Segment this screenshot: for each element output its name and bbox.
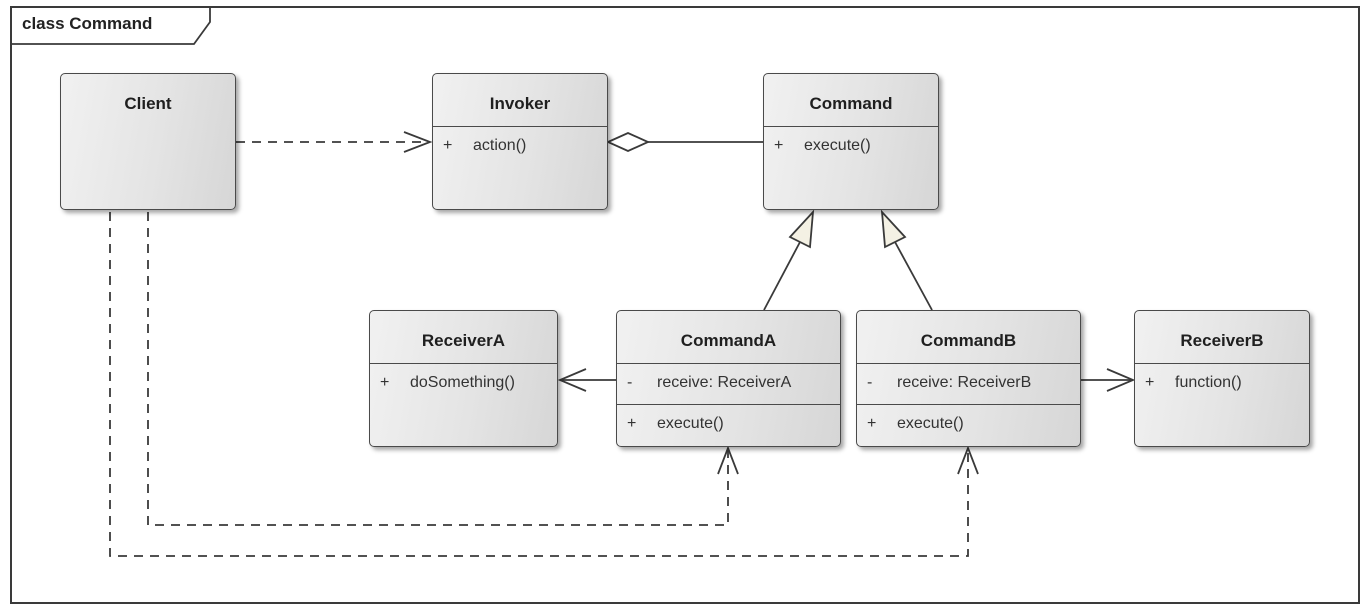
visibility-marker: - — [627, 374, 633, 391]
client-to-commandB-dependency — [109, 212, 969, 557]
commandA-generalization-triangle — [788, 209, 815, 249]
commandA-generalization-line — [763, 241, 801, 311]
visibility-marker: - — [867, 374, 873, 391]
receiverB-class-name: ReceiverB — [1180, 331, 1264, 350]
visibility-marker: + — [380, 374, 390, 391]
commandB-class: CommandB - receive: ReceiverB + execute() — [856, 310, 1081, 447]
attribute-signature: receive: ReceiverA — [657, 374, 792, 391]
commandA-operation: + execute() — [617, 404, 840, 445]
receiverB-class: ReceiverB + function() — [1134, 310, 1310, 447]
diagram-frame — [10, 6, 1360, 604]
command-class: Command + execute() — [763, 73, 939, 210]
operation-signature: function() — [1175, 374, 1242, 391]
commandB-operation: + execute() — [857, 404, 1080, 445]
client-class-name: Client — [124, 94, 172, 113]
commandA-class: CommandA - receive: ReceiverA + execute() — [616, 310, 841, 447]
client-class: Client — [60, 73, 236, 210]
visibility-marker: + — [1145, 374, 1155, 391]
invoker-class: Invoker + action() — [432, 73, 608, 210]
command-operation: + execute() — [764, 126, 938, 167]
commandA-class-name: CommandA — [680, 331, 777, 350]
client-to-commandA-dependency — [147, 212, 729, 526]
invoker-class-name: Invoker — [489, 94, 551, 113]
visibility-marker: + — [443, 137, 453, 154]
receiverA-operation: + doSomething() — [370, 363, 557, 404]
invoker-operation: + action() — [433, 126, 607, 167]
receiverA-class-name: ReceiverA — [421, 331, 506, 350]
command-class-name: Command — [809, 94, 893, 113]
commandB-generalization-triangle — [880, 209, 907, 249]
operation-signature: execute() — [804, 137, 871, 154]
receiverB-arrowhead — [1106, 368, 1136, 392]
visibility-marker: + — [774, 137, 784, 154]
operation-signature: execute() — [897, 415, 964, 432]
operation-signature: action() — [473, 137, 527, 154]
operation-signature: execute() — [657, 415, 724, 432]
visibility-marker: + — [627, 415, 637, 432]
frame-title-tab — [10, 6, 211, 45]
commandB-dependency-arrowhead — [957, 445, 979, 475]
commandA-dependency-arrowhead — [717, 445, 739, 475]
operation-signature: doSomething() — [410, 374, 515, 391]
attribute-signature: receive: ReceiverB — [897, 374, 1032, 391]
frame-title: class Command — [22, 14, 153, 33]
visibility-marker: + — [867, 415, 877, 432]
receiverA-class: ReceiverA + doSomething() — [369, 310, 558, 447]
aggregation-diamond — [605, 132, 651, 152]
receiverA-arrowhead — [557, 368, 587, 392]
commandA-attribute: - receive: ReceiverA — [617, 363, 840, 404]
commandB-generalization-line — [894, 241, 933, 311]
commandB-class-name: CommandB — [920, 331, 1017, 350]
receiverB-operation: + function() — [1135, 363, 1309, 404]
commandB-attribute: - receive: ReceiverB — [857, 363, 1080, 404]
client-to-invoker-arrowhead — [403, 131, 433, 153]
